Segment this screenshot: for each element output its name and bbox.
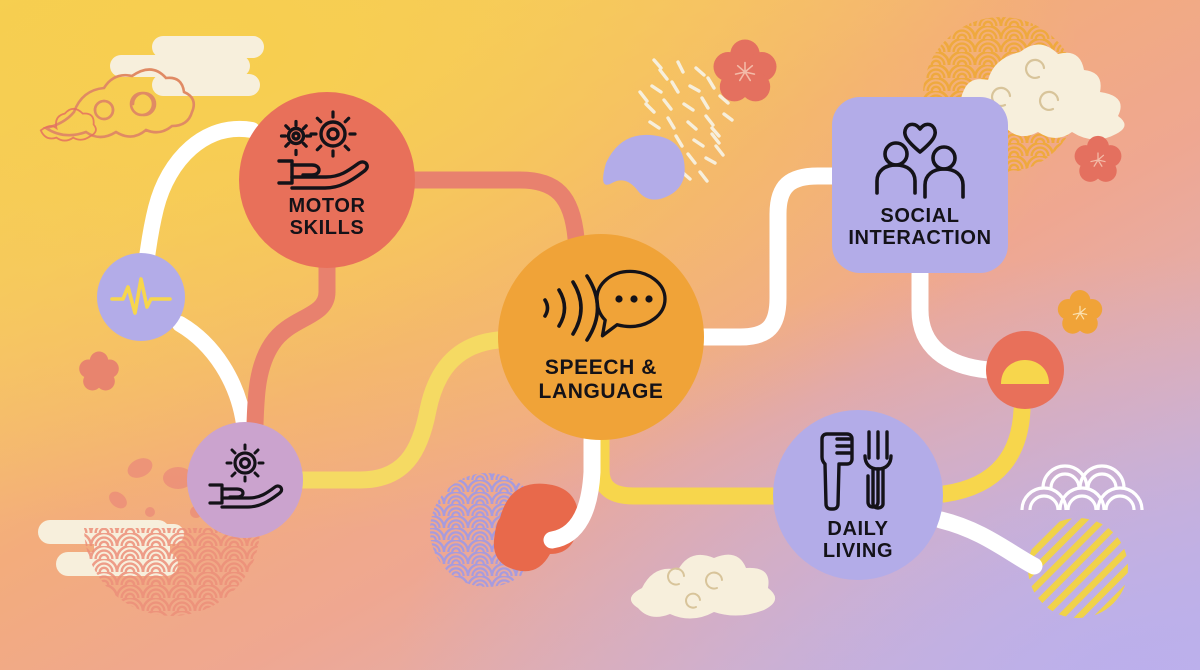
node-motor-skills[interactable]: MOTOR SKILLS	[239, 92, 415, 268]
cloud-outline-top-left	[42, 68, 196, 139]
node-speech-language[interactable]: SPEECH & LANGUAGE	[498, 234, 704, 440]
speech-bubble-soundwave-icon	[535, 266, 667, 348]
node-accessory-gear-hand[interactable]	[187, 422, 303, 538]
sakura-right-upper	[1074, 135, 1122, 182]
node-accessory-sunrise[interactable]	[986, 331, 1064, 409]
sakura-right-orange	[1057, 290, 1103, 334]
connector-white-pulse-to-gearhand	[172, 316, 252, 432]
striped-circle-bottom-right	[1028, 518, 1128, 618]
swirl-cloud-bottom-center	[630, 554, 776, 619]
node-social-interaction[interactable]: SOCIAL INTERACTION	[832, 97, 1008, 273]
hand-holding-gear-icon	[204, 443, 286, 514]
pulse-line-icon	[109, 274, 173, 320]
connector-white-speech-to-social	[695, 167, 849, 346]
node-daily-living[interactable]: DAILY LIVING	[773, 410, 943, 580]
node-label-social-interaction: SOCIAL INTERACTION	[848, 204, 992, 249]
connector-yellow-speech-to-daily	[592, 431, 784, 505]
sakura-top-center	[713, 39, 777, 102]
coral-blob-bottom-center	[493, 483, 579, 572]
two-people-heart-icon	[866, 122, 974, 199]
connector-white-motor-to-pulse	[138, 120, 260, 270]
dash-circle-top	[638, 58, 734, 183]
connector-coral-motor-to-gearhand	[246, 259, 336, 433]
toothbrush-fork-icon	[817, 426, 899, 512]
purple-blob-top	[603, 134, 685, 200]
node-accessory-pulse[interactable]	[97, 253, 185, 341]
connector-yellow-sunrise-to-daily	[935, 401, 1031, 503]
connector-coral-motor-to-speech	[403, 171, 585, 247]
sakura-left-small	[39, 107, 97, 142]
connector-white-daily-to-striped	[932, 511, 1043, 575]
connector-yellow-gearhand-to-speech	[294, 331, 507, 489]
seigaiha-white-right	[1020, 464, 1144, 511]
hand-holding-gears-icon	[273, 110, 381, 190]
node-label-motor-skills: MOTOR SKILLS	[288, 194, 366, 239]
connector-white-social-to-sunrise	[911, 265, 997, 379]
sakura-left-lower	[79, 351, 119, 391]
node-label-speech-language: SPEECH & LANGUAGE	[538, 356, 664, 403]
sunrise-dome-icon	[999, 358, 1051, 386]
connector-white-lowerleft-to-speech	[543, 431, 601, 549]
node-label-daily-living: DAILY LIVING	[822, 517, 894, 562]
